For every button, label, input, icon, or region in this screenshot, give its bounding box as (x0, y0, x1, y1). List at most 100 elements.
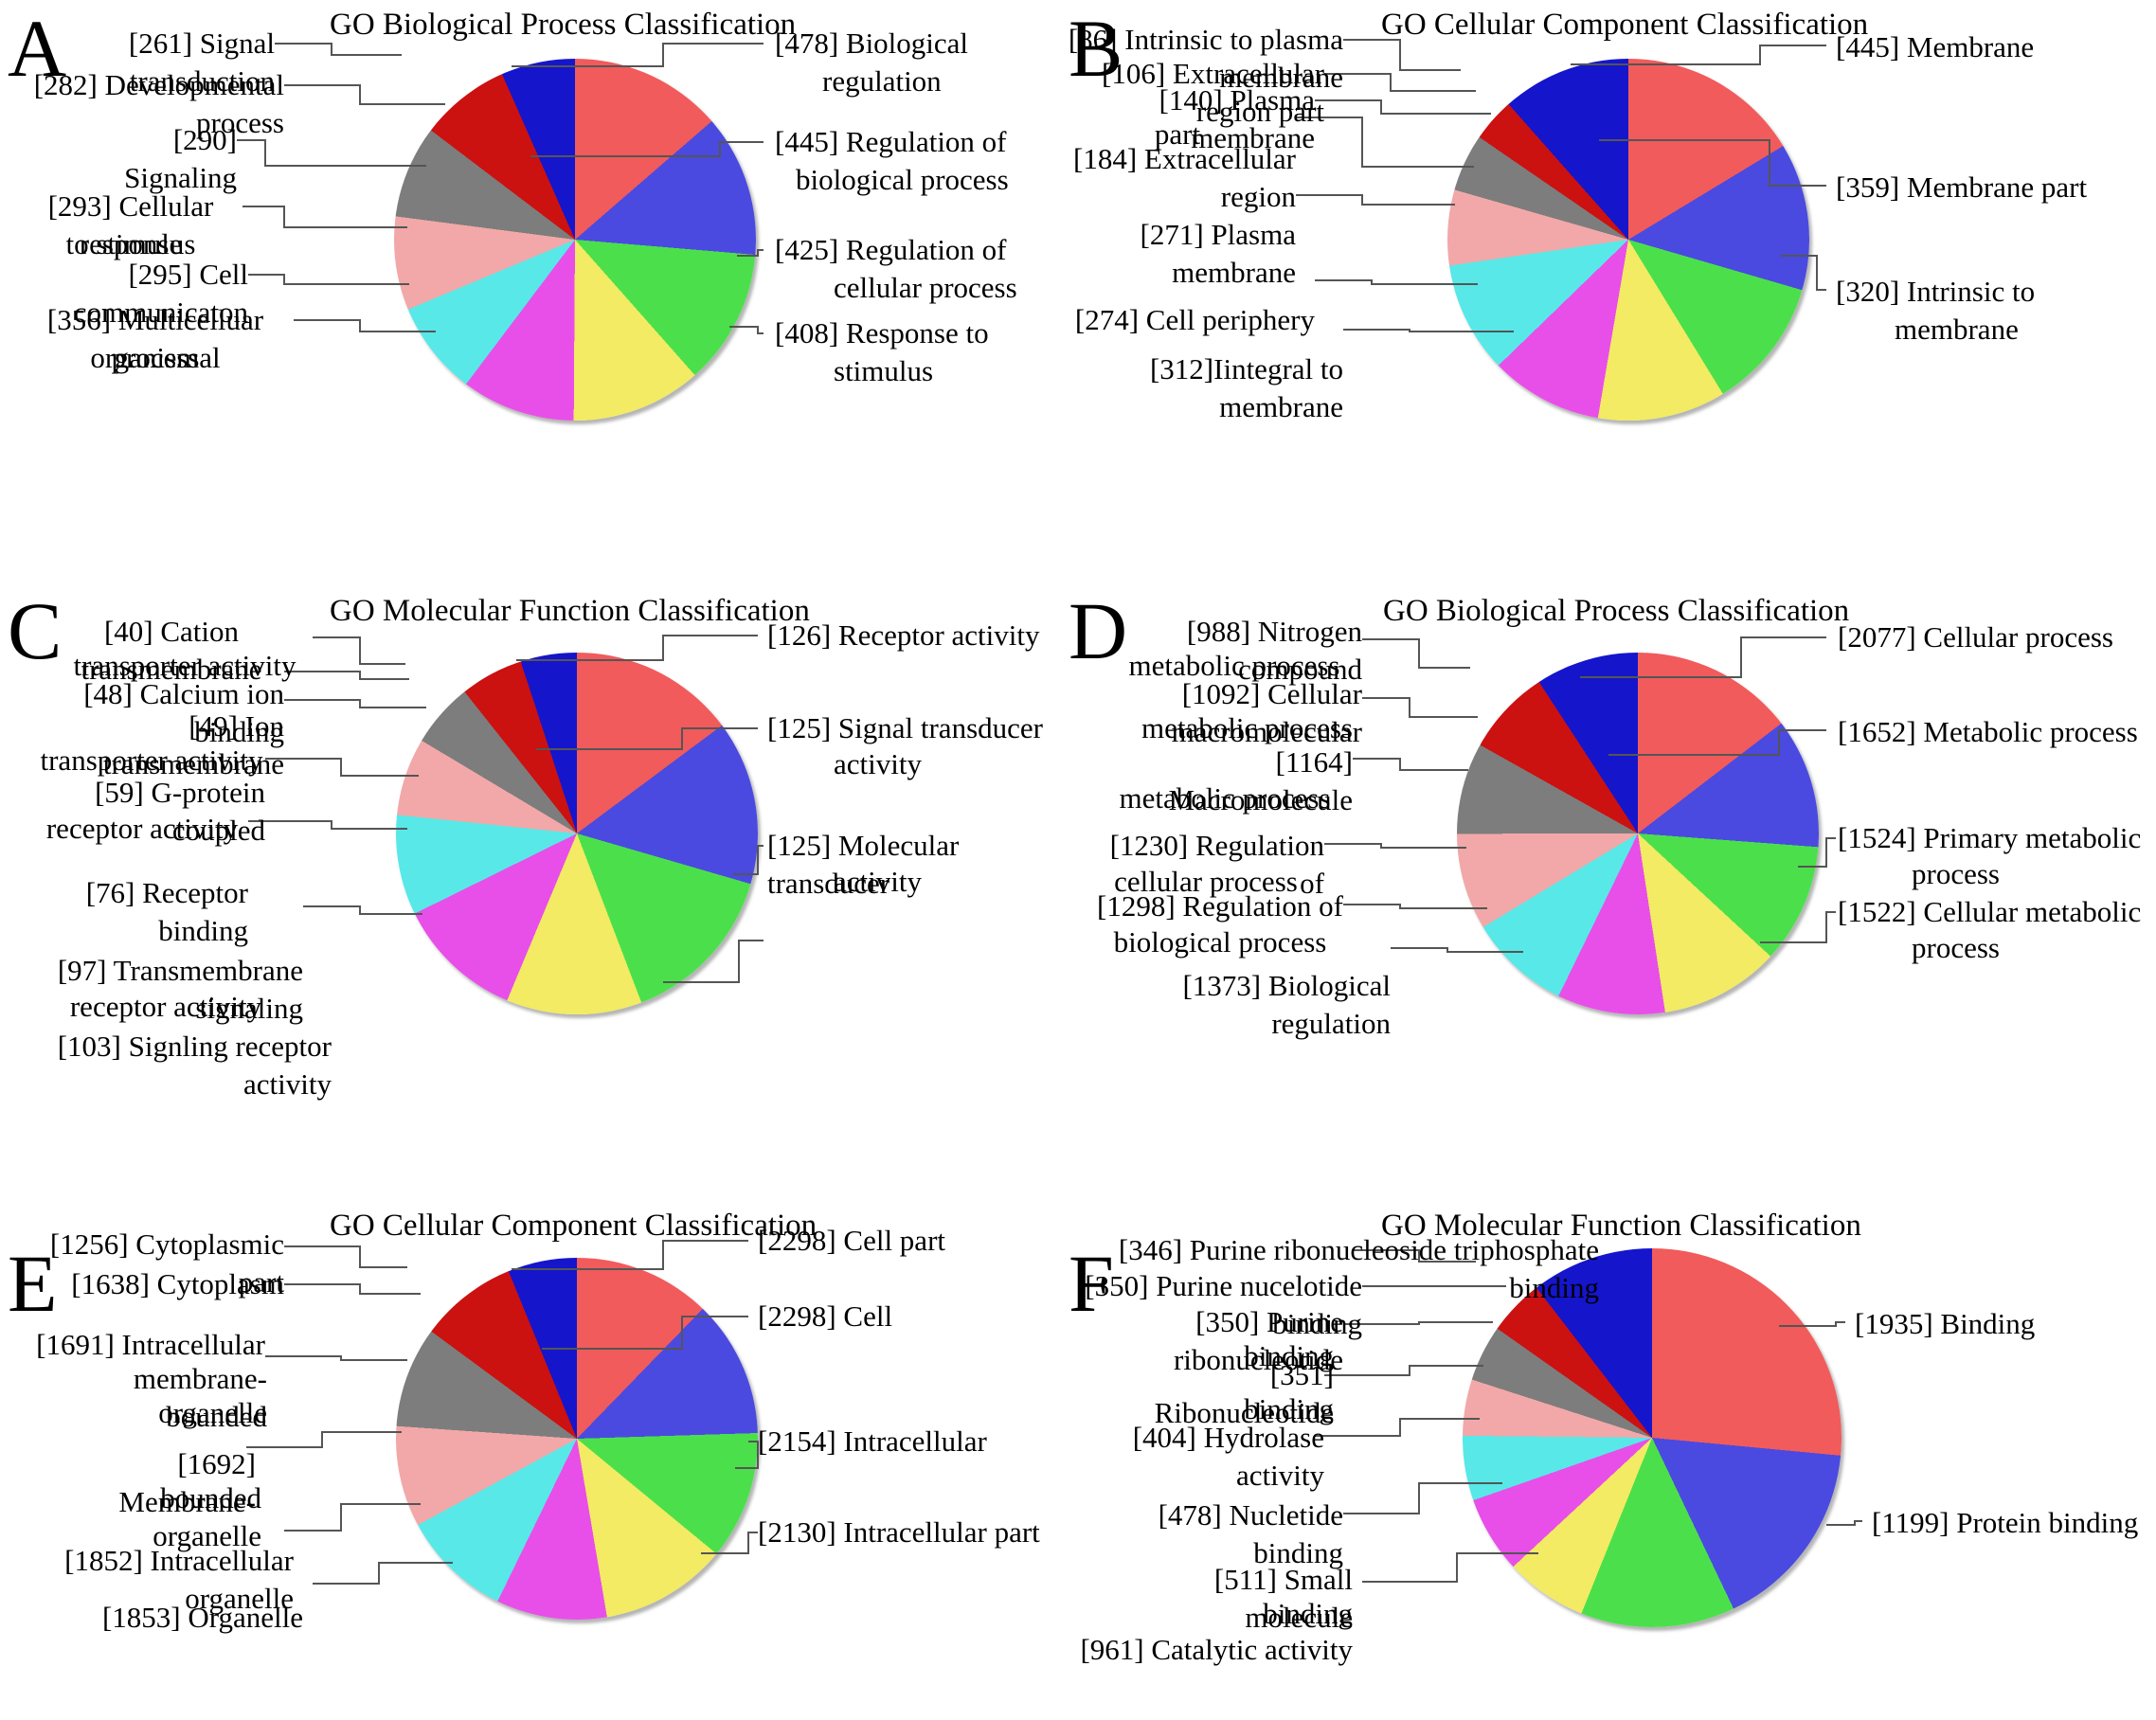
panel-a-label-signaling: [290] Signaling (124, 123, 237, 194)
panel-b-pie[interactable] (1447, 59, 1809, 421)
panel-c-label-transmembrane-signaling-2: receptor activity (69, 990, 262, 1023)
panel-e-label-intracellular-mb-1: [1691] Intracellular (36, 1328, 265, 1361)
panel-f-label-small-molecule-1: [511] Small molecule (1213, 1563, 1353, 1634)
panel-f-label-nucletide-binding: [478] Nucletide binding (1158, 1498, 1343, 1569)
panel-c-pie[interactable] (396, 653, 758, 1014)
panel-b-label-cell-periphery: [274] Cell periphery (1074, 303, 1315, 336)
panel-b-title: GO Cellular Component Classification (1381, 8, 1869, 42)
panel-c-label-ion-transporter-1: [49] Ion transmembrane (102, 709, 284, 780)
panel-e-label-intracellular-organelle: [1852] Intracellular organelle (64, 1544, 294, 1615)
panel-a-label-cellular-response-1: [293] Cellular response (47, 189, 214, 260)
panel-c-label-gprotein-2: receptor activity (45, 812, 239, 845)
panel-d-label-cellular-metabolic-1: [1522] Cellular metabolic (1838, 895, 2142, 928)
panel-d-label-biological-regulation: [1373] Biological regulation (1182, 969, 1391, 1040)
panel-d-label-macromolecule-1: [1164] Macromolecule (1168, 745, 1353, 816)
panel-e: E GO Cellular Component Classification [… (0, 1146, 1078, 1720)
panel-a-label-reg-bio-process-2: biological process (796, 163, 1009, 196)
panel-f-label-binding: [1935] Binding (1855, 1307, 2036, 1340)
panel-e-label-intracellular-mb-2: membrane-bounded (133, 1362, 267, 1433)
panel-d-letter: D (1069, 585, 1128, 676)
panel-a-title: GO Biological Process Classification (330, 8, 797, 42)
panel-f-label-ribonucleotide-1: [351] Ribonucleotide (1154, 1358, 1334, 1429)
panel-d-label-nitrogen-2: metabolic process (1128, 649, 1340, 682)
panel-a-label-biological-regulation-1: [478] Biological (775, 27, 969, 60)
panel-a-label-response-stimulus-2: stimulus (834, 354, 934, 387)
panel-e-title: GO Cellular Component Classification (330, 1209, 817, 1243)
panel-d-label-reg-biological-1: [1298] Regulation of (1097, 889, 1344, 923)
panel-a-label-signal-transduction: [261] Signal transduction (128, 27, 275, 98)
panel-e-letter: E (8, 1238, 58, 1329)
panel-a-label-cell-communication: [295] Cell communicaton (73, 258, 248, 329)
panel-f-label-protein-binding: [1199] Protein binding (1872, 1506, 2139, 1539)
panel-d-label-reg-biological-2: biological process (1113, 925, 1327, 959)
panel-f-label-purine-ribonucleotide-2: binding (1244, 1339, 1334, 1372)
panel-f-letter: F (1069, 1238, 1114, 1329)
panel-e-label-intracellular-mb-3: organelle (158, 1396, 267, 1429)
panel-b-label-membrane: [445] Membrane (1836, 30, 2035, 63)
panel-d: D GO Biological Process Classification [… (1069, 573, 2156, 1146)
panel-f-label-small-molecule-2: binding (1263, 1597, 1353, 1630)
panel-c-title: GO Molecular Function Classification (330, 594, 810, 628)
panel-d-label-cellular-macromolecular-2: metabolic process (1141, 711, 1353, 744)
panel-b: B GO Cellular Component Classification [… (1069, 0, 2156, 573)
panel-d-label-reg-cellular-1: [1230] Regulation of (1109, 829, 1324, 900)
panel-b-label-extracellular-region: [184] Extracellular region (1073, 142, 1296, 213)
panel-d-label-nitrogen-1: [988] Nitrogen compound (1186, 615, 1362, 686)
panel-c-label-receptor-binding: [76] Receptor binding (85, 876, 248, 947)
panel-c: C GO Molecular Function Classification [… (0, 573, 1078, 1146)
panel-b-label-intrinsic-membrane-1: [320] Intrinsic to (1836, 275, 2036, 308)
panel-f-title: GO Molecular Function Classification (1381, 1209, 1861, 1243)
panel-c-letter: C (8, 585, 63, 676)
panel-d-label-cellular-metabolic-2: process (1912, 931, 2000, 964)
panel-a-letter: A (8, 3, 67, 94)
panel-d-pie[interactable] (1457, 653, 1819, 1014)
panel-e-label-membrane-bounded-2: bounded organelle (153, 1481, 261, 1552)
panel-c-label-receptor-activity: [126] Receptor activity (767, 618, 1040, 652)
panel-e-label-intracellular-part: [2130] Intracellular part (758, 1515, 1040, 1549)
panel-c-label-signal-transducer-2: activity (834, 747, 922, 780)
panel-e-label-cytoplasm: [1638] Cytoplasm (71, 1267, 284, 1300)
panel-c-label-molecular-transducer-1: [125] Molecular transducer (767, 829, 960, 900)
panel-b-letter: B (1069, 3, 1123, 94)
panel-e-pie[interactable] (396, 1258, 758, 1620)
panel-f-label-catalytic-activity: [961] Catalytic activity (1080, 1633, 1353, 1666)
panel-e-label-cytoplasmic-part: [1256] Cytoplasmic part (49, 1227, 284, 1299)
panel-d-pie-wrap (1078, 573, 2156, 1103)
panel-c-label-signal-transducer-1: [125] Signal transducer (767, 711, 1043, 744)
panel-a-label-multicellular-2: process (111, 341, 200, 374)
panel-c-label-gprotein-1: [59] G-protein coupled (95, 776, 265, 847)
panel-f-label-ribonucleotide-2: binding (1244, 1392, 1334, 1425)
panel-f-label-purine-ribonucleotide-1: [350] Purine ribonucleotide (1173, 1305, 1343, 1376)
panel-a-label-reg-bio-process-1: [445] Regulation of (775, 125, 1007, 158)
panel-a-label-developmental-process: [282] Developmental process (33, 68, 284, 139)
panel-e-label-intracellular: [2154] Intracellular (758, 1424, 987, 1458)
panel-e-label-organelle: [1853] Organelle (101, 1601, 303, 1634)
panel-b-label-plasma-membrane-part-2: part (1154, 117, 1201, 151)
panel-d-label-metabolic-process: [1652] Metabolic process (1838, 715, 2138, 748)
panel-f-label-purine-nucleotide: [350] Purine nucelotide binding (1085, 1269, 1362, 1340)
panel-a-label-reg-cell-process-2: cellular process (834, 271, 1017, 304)
panel-c-label-transmembrane-signaling-1: [97] Transmembrane signaling (57, 954, 303, 1025)
panel-a-label-reg-cell-process-1: [425] Regulation of (775, 233, 1007, 266)
panel-c-label-calcium-ion-binding: [48] Calcium ion binding (83, 677, 284, 748)
panel-c-label-ion-transporter-2: transporter activity (40, 744, 263, 777)
panel-a-label-cellular-response-2: to stimulus (65, 227, 196, 260)
panel-a-label-biological-regulation-2: regulation (822, 64, 942, 98)
panel-d-label-primary-metabolic-1: [1524] Primary metabolic (1838, 821, 2142, 854)
panel-b-label-extracellular-region-part: [106] Extracellular region part (1102, 57, 1324, 128)
panel-b-pie-wrap (1078, 0, 2156, 511)
panel-e-label-cell-part: [2298] Cell part (758, 1224, 946, 1257)
panel-f-label-hydrolase-activity: [404] Hydrolase activity (1132, 1421, 1324, 1492)
panel-a-pie-wrap (0, 0, 1078, 511)
panel-b-label-plasma-membrane-part-1: [140] Plasma membrane (1159, 83, 1315, 154)
panel-f: F GO Molecular Function Classification [… (1069, 1146, 2156, 1720)
panel-e-label-membrane-bounded-1: [1692] Membrane- (118, 1447, 256, 1518)
panel-a-label-response-stimulus-1: [408] Response to (775, 316, 989, 349)
panel-a: A GO Biological Process Classification [… (0, 0, 1078, 573)
panel-d-label-reg-cellular-2: cellular process (1114, 865, 1298, 898)
panel-c-label-cation-transporter-1: [40] Cation transmembrane (81, 615, 262, 686)
panel-e-label-cell: [2298] Cell (758, 1299, 893, 1333)
panel-a-pie[interactable] (394, 59, 756, 421)
panel-c-label-molecular-transducer-2: activity (834, 865, 922, 898)
panel-c-label-cation-transporter-2: transporter activity (73, 649, 296, 682)
